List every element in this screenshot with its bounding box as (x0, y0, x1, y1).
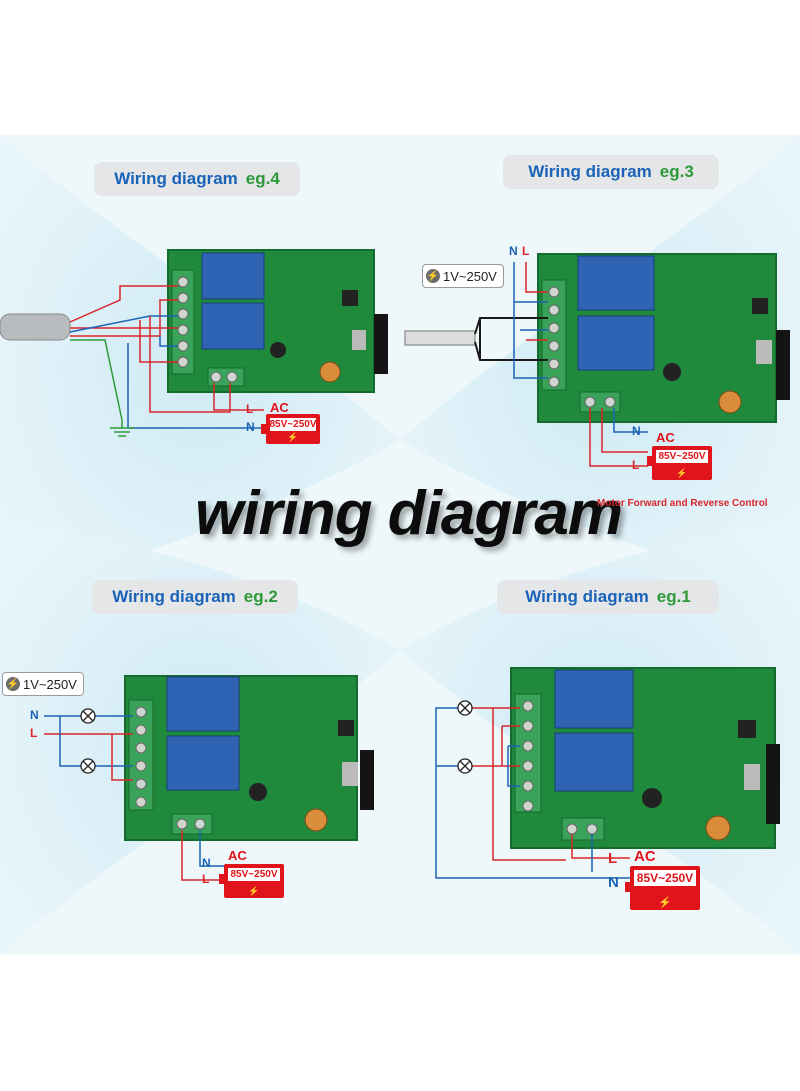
ac-voltage: 85V~250V (228, 868, 280, 881)
ac-power-supply-eg3: 85V~250V ⚡ (647, 446, 712, 480)
lamp-icon (80, 758, 96, 774)
wire-label-L: L (30, 726, 38, 740)
ac-voltage: 85V~250V (634, 870, 696, 886)
lamp-icon (457, 758, 473, 774)
voltage-badge-eg3: ⚡ 1V~250V (422, 264, 504, 288)
panel-example-text: eg.1 (656, 587, 691, 606)
bolt-icon: ⚡ (248, 886, 260, 896)
panel-example-text: eg.3 (659, 162, 694, 181)
bolt-icon: ⚡ (658, 897, 672, 909)
lightning-icon: ⚡ (426, 269, 440, 283)
wire-label-N: N (202, 856, 211, 870)
wire-label-L: L (202, 872, 210, 886)
panel-label-text: Wiring diagram (528, 162, 652, 181)
wire-label-L: L (608, 850, 618, 867)
ac-label: AC (270, 400, 289, 415)
wire-label-N: N (246, 420, 255, 434)
ac-power-supply-eg1: 85V~250V ⚡ (625, 866, 700, 910)
wire-label-L: L (246, 402, 254, 416)
wire-label-N: N (509, 244, 518, 258)
panel-example-text: eg.4 (245, 169, 280, 188)
lamp-icon (457, 700, 473, 716)
lamp-icon (80, 708, 96, 724)
wire-label-L: L (522, 244, 530, 258)
panel-label-eg2: Wiring diagram eg.2 (92, 580, 298, 614)
panel-label-eg4: Wiring diagram eg.4 (94, 162, 300, 196)
ac-voltage: 85V~250V (269, 418, 317, 431)
ac-power-supply-eg2: 85V~250V ⚡ (219, 864, 284, 898)
ac-label: AC (228, 848, 247, 863)
relay-board-eg3 (537, 253, 790, 423)
panel-label-eg1: Wiring diagram eg.1 (497, 580, 719, 614)
wires-eg2 (44, 715, 226, 881)
ground-icon (110, 420, 134, 437)
ac-power-supply-eg4: 85V~250V ⚡ (261, 414, 320, 444)
wire-label-L: L (632, 458, 640, 472)
panel-label-eg3: Wiring diagram eg.3 (503, 155, 719, 189)
relay-board-eg1 (510, 667, 780, 849)
wires-eg3 (404, 262, 648, 467)
voltage-badge-text: 1V~250V (23, 676, 77, 692)
panel-example-text: eg.2 (243, 587, 278, 606)
voltage-badge-eg2: ⚡ 1V~250V (2, 672, 84, 696)
ac-label: AC (656, 430, 675, 445)
panel-label-text: Wiring diagram (114, 169, 238, 188)
panel-label-text: Wiring diagram (112, 587, 236, 606)
lightning-icon: ⚡ (6, 677, 20, 691)
sensor-probe (0, 313, 71, 341)
panel-label-text: Wiring diagram (525, 587, 649, 606)
antenna-coil (374, 314, 388, 374)
page-title: wiring diagram (195, 479, 623, 548)
relay-board-eg2 (124, 675, 374, 841)
antenna-coil (360, 750, 374, 810)
bolt-icon: ⚡ (676, 468, 688, 478)
wires-eg1 (435, 707, 630, 879)
bolt-icon: ⚡ (287, 432, 299, 442)
wire-label-N: N (632, 424, 641, 438)
relay-board-eg4 (167, 249, 388, 393)
antenna-coil (766, 744, 780, 824)
ac-voltage: 85V~250V (656, 450, 708, 463)
antenna-coil (776, 330, 790, 400)
motor-control-caption: Motor Forward and Reverse Control (597, 498, 768, 509)
voltage-badge-text: 1V~250V (443, 268, 497, 284)
wire-label-N: N (30, 708, 39, 722)
ac-label: AC (634, 848, 656, 865)
wire-label-N: N (608, 874, 619, 891)
